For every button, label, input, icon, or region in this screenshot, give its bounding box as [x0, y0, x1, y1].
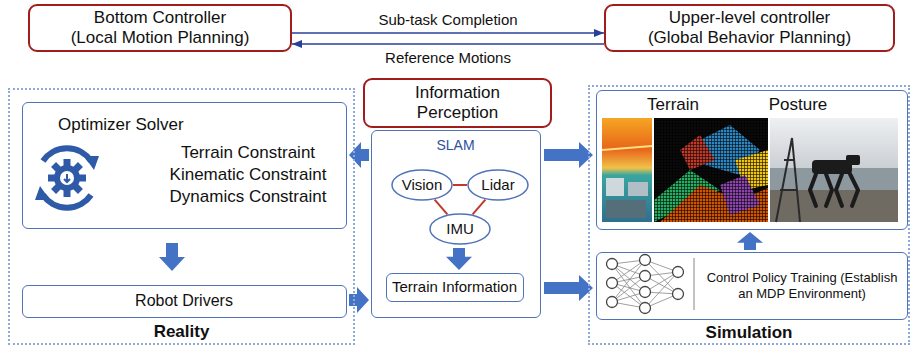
label-text: Information Perception [393, 83, 523, 124]
reality-panel: Reality Optimizer SolverTerrain Constrain… [8, 88, 355, 345]
controller-box: Upper-level controller (Global Behavior … [604, 4, 895, 52]
link-line [435, 200, 448, 215]
flow-arrow [292, 32, 604, 34]
slam-box: SLAM Vision LidarIMU Terrain Information [371, 130, 541, 318]
gear-icon [35, 148, 99, 207]
label-text: Vision [402, 176, 443, 194]
label-text: Kinematic Constraint [170, 165, 327, 185]
neural-net-icon [607, 255, 695, 314]
sensor-ellipse: Lidar [467, 169, 529, 201]
label-text: Upper-level controller (Global Behavior … [642, 8, 857, 49]
edge-label: Sub-task Completion [375, 11, 520, 29]
label-text: Posture [769, 95, 828, 115]
label-text: Terrain Information [392, 278, 517, 296]
label-text: Optimizer Solver [58, 115, 184, 135]
robot-photo [770, 118, 898, 222]
label-text: Reality [154, 322, 210, 342]
flow-arrow [292, 43, 604, 45]
label-text: IMU [446, 220, 474, 238]
block-arrow [737, 232, 763, 250]
block-arrow [446, 248, 472, 270]
driver-box: Robot Drivers [22, 285, 347, 318]
block-arrow [544, 275, 593, 301]
label-text: Bottom Controller (Local Motion Planning… [70, 8, 251, 49]
block-arrow [544, 142, 593, 168]
sim-view-box: Terrain Posture [596, 90, 908, 230]
sensor-ellipse: IMU [429, 213, 491, 245]
block-arrow [349, 142, 369, 168]
label-text: Simulation [706, 323, 793, 343]
perception-box: Information Perception [363, 78, 552, 128]
label-text: Lidar [481, 176, 514, 194]
label-text: Terrain [647, 95, 699, 115]
block-arrow [159, 243, 185, 271]
point-cloud [654, 118, 768, 222]
sensor-ellipse: Vision [391, 169, 453, 201]
edge-label: Reference Motions [382, 49, 514, 67]
optimizer-box: Optimizer SolverTerrain ConstraintKinema… [22, 102, 347, 229]
simulation-panel: Simulation Terrain PostureControl Policy T… [588, 85, 910, 345]
link-line [453, 184, 467, 186]
label-text: SLAM [436, 137, 474, 154]
label-text: Terrain Constraint [181, 143, 315, 163]
controller-box: Bottom Controller (Local Motion Planning… [28, 4, 292, 52]
terrain-photo [602, 118, 652, 222]
label-text: Robot Drivers [135, 291, 233, 310]
policy-box: Control Policy Training (Establish an MD… [596, 252, 908, 320]
label-text: Dynamics Constraint [170, 187, 327, 207]
block-arrow [349, 287, 369, 313]
label-text: Control Policy Training (Establish an MD… [704, 270, 900, 301]
link-line [473, 200, 486, 215]
terrain-info-box: Terrain Information [386, 273, 524, 302]
